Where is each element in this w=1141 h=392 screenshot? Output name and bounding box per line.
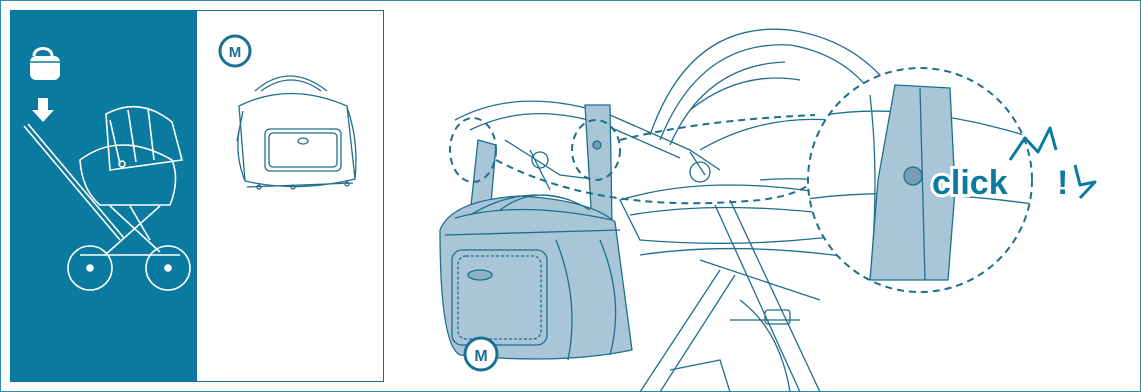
changing-bag-attached xyxy=(440,105,632,360)
dashed-callouts xyxy=(450,115,815,203)
click-exclaim: ! xyxy=(1057,164,1068,202)
badge-m-bottom: M xyxy=(465,338,497,370)
badge-m-bottom-label: M xyxy=(474,348,487,365)
click-text: click xyxy=(932,164,1008,202)
